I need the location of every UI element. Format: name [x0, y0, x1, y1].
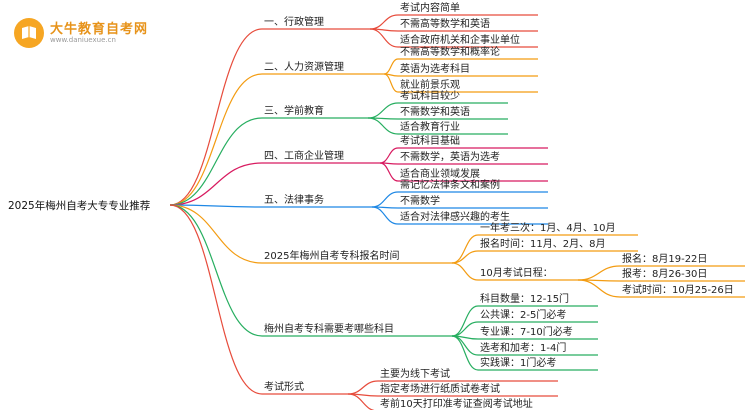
child-label: 不需数学，英语为选考 — [400, 150, 500, 163]
child-connector — [369, 28, 399, 48]
branch-label: 一、行政管理 — [264, 15, 324, 28]
logo-name: 大牛教育自考网 — [50, 22, 149, 37]
child-connector — [451, 234, 479, 264]
child-connector — [379, 162, 399, 182]
child-label: 适合商业领域发展 — [400, 167, 480, 180]
child-connector — [367, 102, 399, 119]
child-connector — [347, 380, 379, 395]
child-label: 报名时间：11月、2月、8月 — [480, 237, 605, 250]
child-connector — [379, 147, 399, 164]
child-connector — [371, 191, 399, 208]
child-label: 不需高等数学和概率论 — [400, 45, 500, 58]
child-label: 英语为选考科目 — [400, 62, 470, 75]
logo-url: www.daniuexue.cn — [50, 36, 116, 44]
child-label: 考试内容简单 — [400, 1, 460, 14]
grandchild-label: 报名：8月19-22日 — [622, 252, 707, 265]
branch-connector — [169, 73, 263, 206]
root-topic: 2025年梅州自考大专专业推荐 — [8, 199, 150, 212]
child-connector — [451, 262, 479, 281]
grandchild-connector — [577, 265, 621, 281]
child-label: 适合教育行业 — [400, 120, 460, 133]
child-connector — [383, 58, 399, 75]
child-connector — [371, 206, 399, 225]
branch-label: 2025年梅州自考专科报名时间 — [264, 249, 399, 262]
child-label: 主要为线下考试 — [380, 367, 450, 380]
child-connector — [369, 14, 399, 30]
child-label: 科目数量：12-15门 — [480, 292, 569, 305]
child-label: 公共课：2-5门必考 — [480, 308, 566, 321]
child-label: 不需数学和英语 — [400, 105, 470, 118]
site-logo: 大牛教育自考网 www.daniuexue.cn — [14, 16, 174, 50]
child-label: 考试科目基础 — [400, 134, 460, 147]
child-label: 考前10天打印准考证查阅考试地址 — [380, 397, 533, 410]
branch-label: 二、人力资源管理 — [264, 60, 344, 73]
child-label: 就业前景乐观 — [400, 78, 460, 91]
branch-label: 考试形式 — [264, 380, 304, 393]
branch-connector — [169, 162, 263, 206]
child-connector — [347, 393, 376, 410]
child-connector — [367, 117, 399, 135]
child-label: 适合政府机关和企事业单位 — [400, 33, 520, 46]
branch-label: 三、学前教育 — [264, 104, 324, 117]
child-label: 不需数学 — [400, 194, 440, 207]
child-label: 需记忆法律条文和案例 — [400, 178, 500, 191]
child-label: 专业课：7-10门必考 — [480, 325, 573, 338]
child-label: 考试科目较少 — [400, 89, 460, 102]
grandchild-label: 报考：8月26-30日 — [622, 267, 707, 280]
child-label: 适合对法律感兴趣的考生 — [400, 210, 510, 223]
child-label: 10月考试日程： — [480, 266, 553, 279]
branch-connector — [169, 204, 263, 395]
branch-connector — [169, 204, 263, 208]
child-connector — [451, 335, 479, 371]
child-connector — [451, 321, 479, 337]
child-label: 实践课：1门必考 — [480, 356, 556, 369]
branch-label: 五、法律事务 — [264, 193, 324, 206]
branch-label: 四、工商企业管理 — [264, 149, 344, 162]
grandchild-label: 考试时间：10月25-26日 — [622, 283, 734, 296]
branch-connector — [169, 28, 263, 206]
branch-connector — [169, 117, 263, 206]
child-label: 一年考三次：1月、4月、10月 — [480, 221, 615, 234]
grandchild-connector — [577, 279, 621, 298]
child-connector — [451, 305, 479, 337]
child-connector — [383, 73, 399, 93]
child-label: 指定考场进行纸质试卷考试 — [380, 382, 500, 395]
child-label: 选考和加考：1-4门 — [480, 341, 566, 354]
book-icon — [14, 18, 44, 48]
branch-connector — [169, 204, 263, 337]
branch-connector — [169, 204, 263, 264]
child-label: 不需高等数学和英语 — [400, 17, 490, 30]
branch-label: 梅州自考专科需要考哪些科目 — [264, 322, 394, 335]
child-connector — [451, 250, 479, 264]
